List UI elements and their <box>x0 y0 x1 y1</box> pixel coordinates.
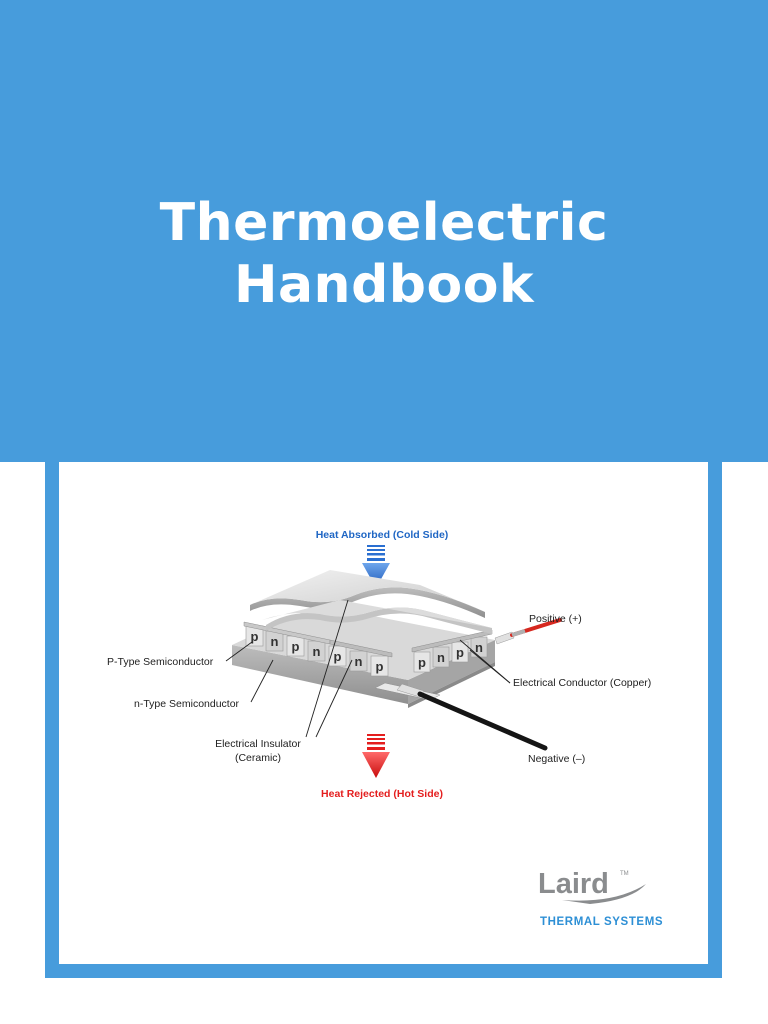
positive-wire <box>494 618 562 645</box>
pellet-label: p <box>292 639 300 654</box>
conductor-label: Electrical Conductor (Copper) <box>513 677 651 689</box>
cover-title: Thermoelectric Handbook <box>0 192 768 316</box>
pellet-label: p <box>251 629 259 644</box>
top-ceramic-plate <box>250 570 492 634</box>
negative-label: Negative (–) <box>528 753 585 765</box>
pellet-label: p <box>418 655 426 670</box>
pellet-label: p <box>334 649 342 664</box>
pellet-row-front: p n p n p n p <box>245 625 389 677</box>
logo-swoosh-icon <box>562 884 646 904</box>
n-type-label: n-Type Semiconductor <box>134 698 240 710</box>
pellet-label: n <box>475 640 483 655</box>
pellet-label: n <box>313 644 321 659</box>
p-type-label: P-Type Semiconductor <box>107 656 214 668</box>
logo-trademark: TM <box>620 871 629 877</box>
pellet-label: n <box>271 634 279 649</box>
insulator-label-1: Electrical Insulator <box>215 738 301 750</box>
heat-absorbed-label: Heat Absorbed (Cold Side) <box>316 529 449 541</box>
leader-lines <box>225 599 511 738</box>
logo-name: Laird <box>538 868 609 900</box>
pellet-label: p <box>456 645 464 660</box>
cover-header: Thermoelectric Handbook <box>0 0 768 462</box>
pellet-label: n <box>355 654 363 669</box>
logo-subtitle: THERMAL SYSTEMS <box>540 916 663 928</box>
title-line-1: Thermoelectric <box>159 193 609 253</box>
pellet-label: n <box>437 650 445 665</box>
laird-logo: Laird TM THERMAL SYSTEMS <box>538 868 663 928</box>
image-frame <box>45 462 722 978</box>
positive-label: Positive (+) <box>529 613 582 625</box>
cold-side-arrow <box>362 545 390 588</box>
pellet-label: p <box>376 659 384 674</box>
pellet-row-right: p n p n <box>413 636 488 673</box>
insulator-label-2: (Ceramic) <box>235 752 281 764</box>
heat-rejected-label: Heat Rejected (Hot Side) <box>321 788 443 800</box>
negative-wire <box>396 683 548 751</box>
title-line-2: Handbook <box>233 255 535 315</box>
hot-side-arrow <box>362 734 390 778</box>
